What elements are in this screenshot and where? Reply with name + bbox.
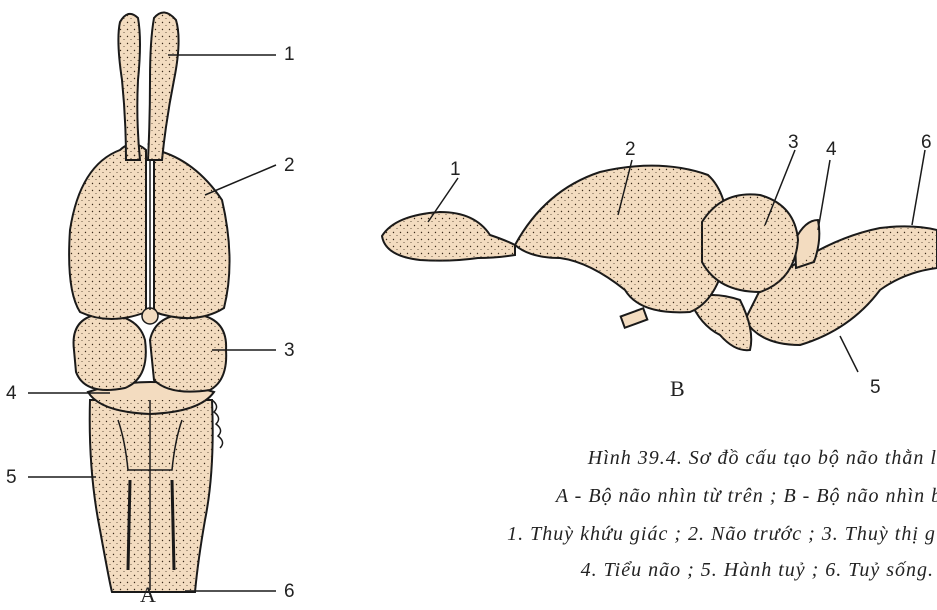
label-a-1: 1 bbox=[284, 45, 295, 64]
caption-title: Hình 39.4. Sơ đồ cấu tạo bộ não thằn lằn bbox=[588, 448, 937, 468]
label-a-4: 4 bbox=[6, 384, 17, 403]
label-b-1: 1 bbox=[450, 160, 461, 179]
label-b-3: 3 bbox=[788, 133, 799, 152]
label-a-5: 5 bbox=[6, 468, 17, 487]
caption-line-4: 4. Tiểu não ; 5. Hành tuỷ ; 6. Tuỷ sống. bbox=[581, 560, 934, 580]
label-b-5: 5 bbox=[870, 378, 881, 397]
label-a-2: 2 bbox=[284, 156, 295, 175]
caption-line-2: A - Bộ não nhìn từ trên ; B - Bộ não nhì… bbox=[556, 486, 937, 506]
label-b-2: 2 bbox=[625, 140, 636, 159]
caption-line-3: 1. Thuỳ khứu giác ; 2. Não trước ; 3. Th… bbox=[507, 524, 937, 544]
optic-nerve-b bbox=[621, 308, 648, 327]
panel-label-a: A bbox=[140, 584, 156, 606]
label-b-6: 6 bbox=[921, 133, 932, 152]
label-a-6: 6 bbox=[284, 582, 295, 601]
label-a-3: 3 bbox=[284, 341, 295, 360]
label-b-4: 4 bbox=[826, 140, 837, 159]
stipple-b bbox=[382, 166, 937, 351]
caption-block: Hình 39.4. Sơ đồ cấu tạo bộ não thằn lằn… bbox=[380, 440, 937, 610]
panel-label-b: B bbox=[670, 378, 685, 400]
